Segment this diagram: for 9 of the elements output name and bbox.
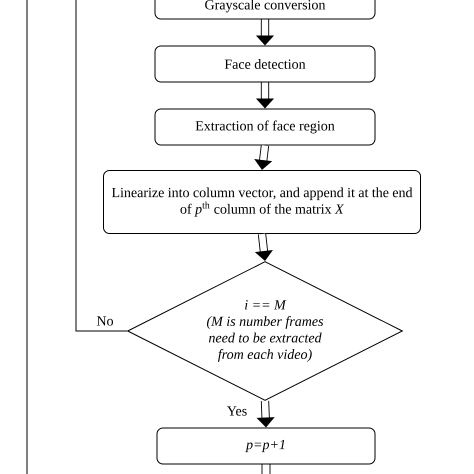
hollow-arrow — [262, 464, 270, 474]
process-box: Extraction of face region — [154, 108, 376, 146]
process-box: Linearize into column vector, and append it at the end of p$^{th}$ column of the matrix X — [103, 170, 421, 234]
connector-line — [76, 0, 128, 332]
process-box: Grayscale conversion — [154, 0, 376, 20]
edge-label: No — [95, 315, 115, 327]
process-box: Face detection — [154, 46, 376, 82]
process-box: p=p+1 — [156, 428, 376, 464]
edge-label: Yes — [226, 405, 248, 417]
